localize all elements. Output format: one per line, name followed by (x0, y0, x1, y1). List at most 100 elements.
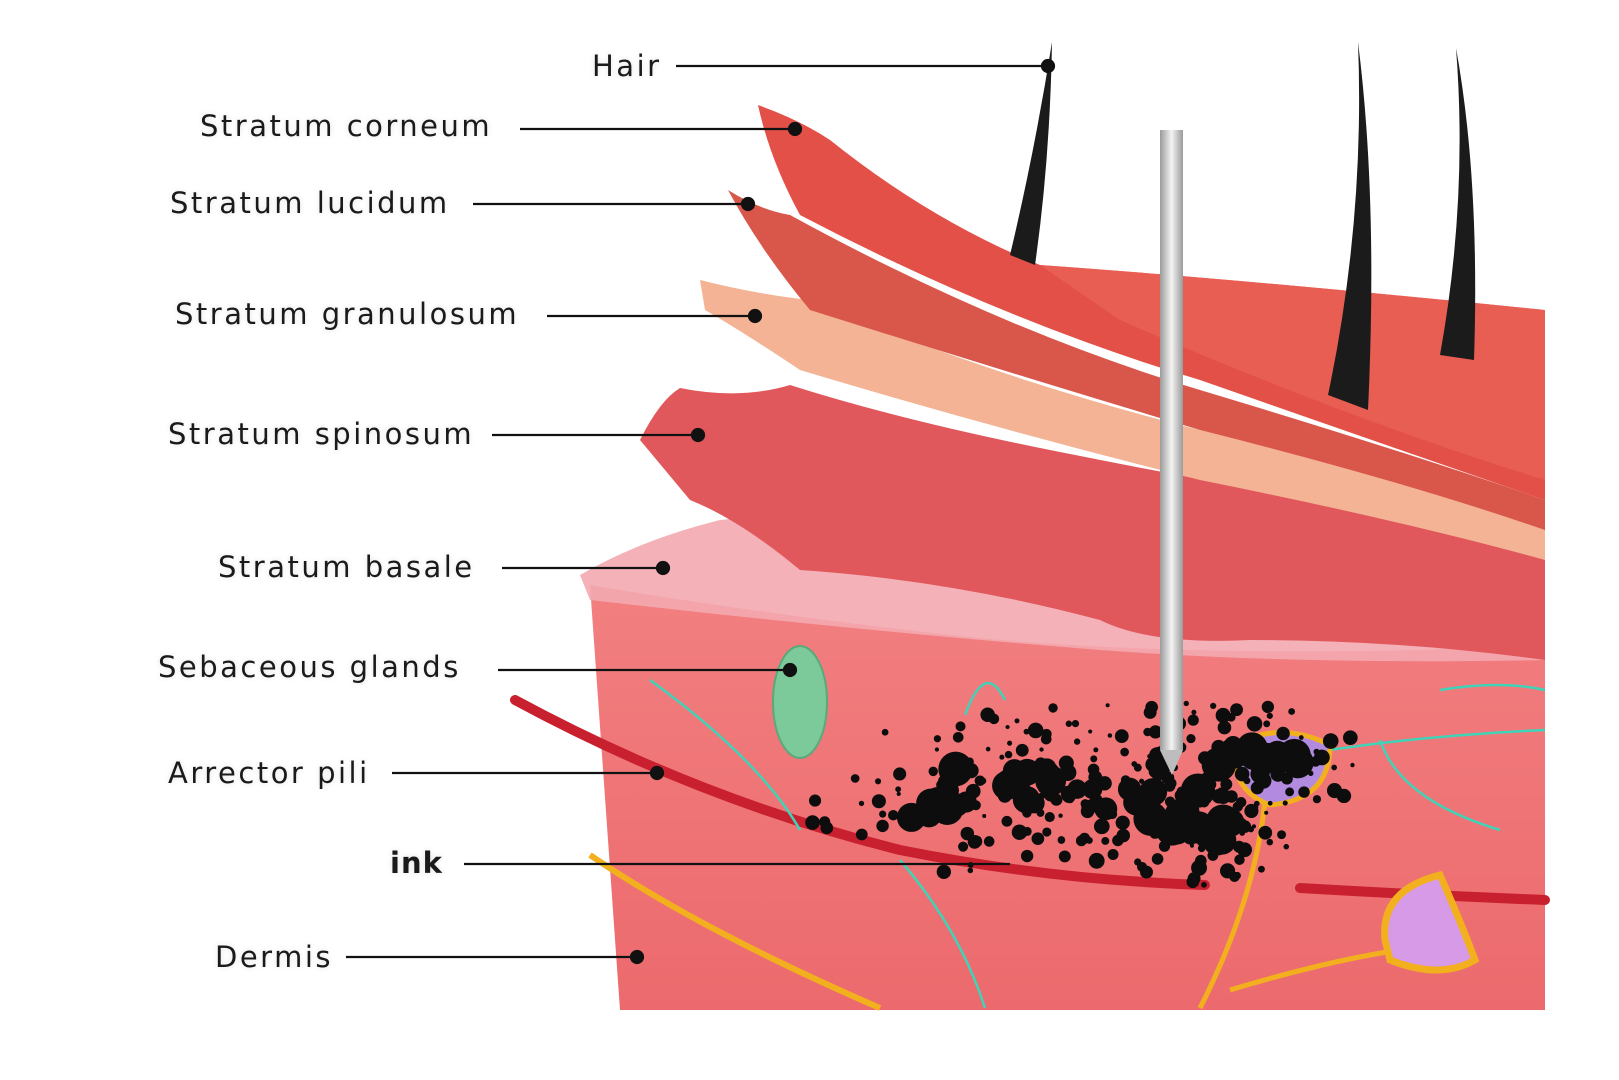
ink-particle (879, 810, 887, 818)
stratum-lucidum-layer (728, 190, 1545, 530)
label-arrector-pili: Arrector pili (168, 756, 370, 790)
ink-particle (1143, 782, 1159, 797)
ink-particle (1115, 815, 1130, 830)
ink-particle (1350, 762, 1355, 768)
ink-particle (888, 809, 899, 821)
ink-particle (1239, 830, 1246, 836)
ink-particle (850, 774, 860, 783)
ink-particle (1014, 826, 1019, 831)
ink-particle (1237, 842, 1253, 858)
ink-particle (1001, 815, 1013, 827)
ink-particle (1023, 792, 1045, 814)
ink-particle (1267, 800, 1273, 806)
ink-particle (1040, 770, 1060, 790)
label-stratum-granulosum: Stratum granulosum (175, 297, 520, 331)
label-stratum-lucidum: Stratum lucidum (170, 186, 450, 220)
ink-particle (1034, 757, 1047, 770)
ink-particle (1015, 743, 1029, 757)
ink-particle (1298, 786, 1310, 798)
ink-particle (1031, 832, 1045, 846)
ink-particle (1128, 787, 1137, 796)
label-stratum-spinosum: Stratum spinosum (168, 417, 475, 451)
ink-particle (936, 864, 951, 880)
ink-particle (1186, 734, 1196, 744)
stratum-granulosum-layer (700, 280, 1545, 560)
ink-particle (1120, 747, 1129, 757)
label-sebaceous-glands: Sebaceous glands (158, 650, 461, 684)
ink-particle (1243, 777, 1251, 785)
ink-particle (1014, 718, 1020, 724)
ink-particle (1105, 703, 1110, 708)
ink-particle (967, 867, 974, 874)
ink-particle (1145, 700, 1158, 714)
ink-particle (992, 771, 1022, 801)
stratum-spinosum-layer (640, 385, 1545, 660)
ink-particle (1215, 707, 1231, 723)
ink-particle (1276, 726, 1290, 741)
ink-particle (933, 735, 942, 743)
ink-particle (1041, 728, 1052, 740)
ink-particle (1027, 722, 1044, 739)
hair-1 (1010, 42, 1052, 265)
ink-particle (980, 707, 995, 722)
ink-particle (875, 778, 882, 785)
ink-particle (1088, 729, 1093, 734)
ink-particle (1285, 787, 1295, 797)
ink-particle (1174, 821, 1194, 841)
ink-particle (1246, 716, 1263, 732)
ink-particle (1071, 719, 1080, 728)
ink-particle (1191, 709, 1197, 715)
ink-particle (1223, 735, 1243, 755)
ink-particle (893, 767, 907, 781)
ink-particle (1194, 854, 1207, 867)
ink-particle (1250, 749, 1273, 772)
ink-particle (1080, 804, 1095, 819)
ink-particle (1216, 759, 1223, 765)
ink-particle (1098, 818, 1107, 826)
ink-particle (1153, 795, 1163, 805)
ink-particle (1186, 875, 1200, 889)
ink-particle (1342, 730, 1358, 746)
ink-particle (858, 800, 865, 807)
ink-particle (1210, 702, 1217, 710)
ink-particle (1230, 703, 1243, 717)
ink-particle (1088, 770, 1103, 785)
ink-particle (808, 794, 822, 807)
ink-particle (1183, 700, 1189, 707)
ink-particle (1331, 764, 1337, 771)
ink-particle (1312, 795, 1322, 804)
ink-particle (1164, 780, 1176, 792)
ink-particle (805, 815, 820, 830)
ink-particle (1209, 768, 1222, 781)
ink-particle (928, 766, 938, 777)
ink-particle (1048, 703, 1058, 713)
ink-particle (1107, 733, 1113, 738)
ink-particle (896, 791, 901, 796)
ink-particle (1298, 735, 1304, 740)
ink-particle (1058, 850, 1071, 863)
ink-particle (1085, 836, 1093, 844)
ink-particle (876, 819, 889, 833)
ink-particle (1164, 798, 1200, 834)
ink-particle (958, 841, 969, 852)
ink-particle (1057, 836, 1066, 844)
ink-particle (1147, 754, 1152, 759)
ink-particle (1235, 797, 1247, 808)
ink-particle (983, 836, 995, 847)
ink-particle (1039, 747, 1044, 752)
ink-particle (1151, 853, 1164, 865)
ink-particle (1263, 720, 1271, 728)
ink-particle (1114, 729, 1129, 743)
ink-particle (967, 834, 982, 849)
ink-particle (1283, 843, 1290, 850)
ink-particle (855, 828, 868, 841)
ink-particle (1282, 800, 1288, 806)
ink-particle (1065, 794, 1075, 804)
ink-particle (1288, 708, 1296, 715)
ink-particle (1058, 813, 1063, 818)
ink-particle (1244, 803, 1259, 819)
ink-particle (820, 821, 834, 835)
label-stratum-corneum: Stratum corneum (200, 109, 493, 143)
ink-particle (1189, 843, 1195, 848)
